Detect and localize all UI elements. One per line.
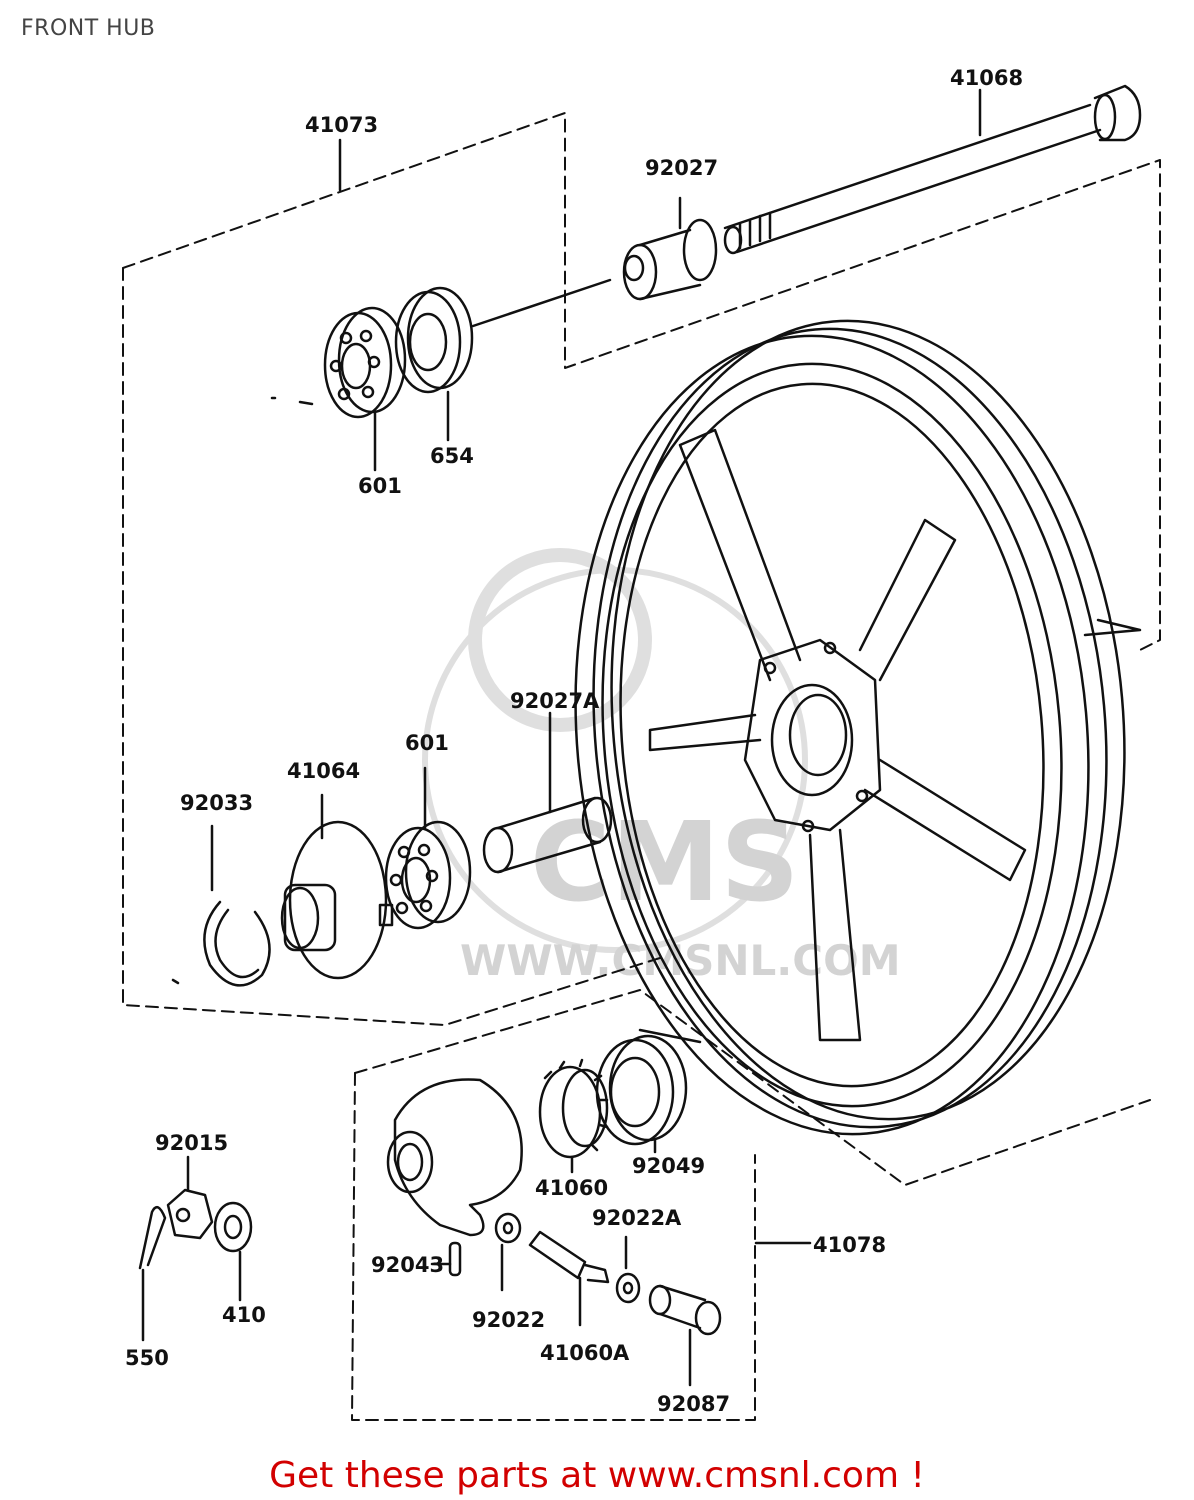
label-92022: 92022 [472,1308,545,1332]
group-box-41073 [122,112,1161,1026]
label-601-top: 601 [358,474,402,498]
nut-92015 [166,1155,214,1240]
watermark-url: WWW.CMSNL.COM [460,936,901,985]
wheel [574,319,1142,1136]
label-601-mid: 601 [405,731,449,755]
oil-seal-654 [394,286,474,442]
label-92027: 92027 [645,156,718,180]
pin-92043 [430,1241,462,1277]
label-41078: 41078 [813,1233,886,1257]
label-92049: 92049 [632,1154,705,1178]
watermark-brand: CMS [530,798,799,926]
footer-link-text[interactable]: Get these parts at www.cmsnl.com ! [269,1455,925,1496]
part-labels: 41068 41073 92027 654 601 92027A 601 410… [125,66,1023,1416]
seal-92049 [595,1028,702,1154]
collar-92027A [482,711,613,874]
bearing-601-top [323,306,407,472]
label-41073: 41073 [305,113,378,137]
page-title: FRONT HUB [21,16,156,41]
label-41068: 41068 [950,66,1023,90]
washer-410 [213,1201,253,1302]
label-92033: 92033 [180,791,253,815]
label-410: 410 [222,1303,266,1327]
bushing-92087 [648,1284,722,1387]
label-550: 550 [125,1346,169,1370]
label-92015: 92015 [155,1131,228,1155]
label-41064: 41064 [287,759,360,783]
pinion-41060A [528,1230,610,1327]
label-92087: 92087 [657,1392,730,1416]
gearbox-41078 [386,1078,812,1245]
collar-92027 [471,196,718,328]
washer-92022 [494,1212,522,1292]
circlip-92033 [203,824,271,987]
label-92027A: 92027A [510,689,600,713]
label-41060A: 41060A [540,1341,630,1365]
bearing-601-mid [384,766,472,930]
gear-41060 [538,1058,609,1174]
label-92022A: 92022A [592,1206,682,1230]
watermark: CMS WWW.CMSNL.COM [422,548,901,985]
axle-41068 [723,84,1142,255]
washer-92022A [615,1235,641,1304]
label-41060: 41060 [535,1176,608,1200]
cotter-pin-550 [138,1205,167,1342]
label-654: 654 [430,444,474,468]
cover-41064 [280,793,394,980]
group-box-41078 [351,989,1151,1421]
label-92043: 92043 [371,1253,444,1277]
